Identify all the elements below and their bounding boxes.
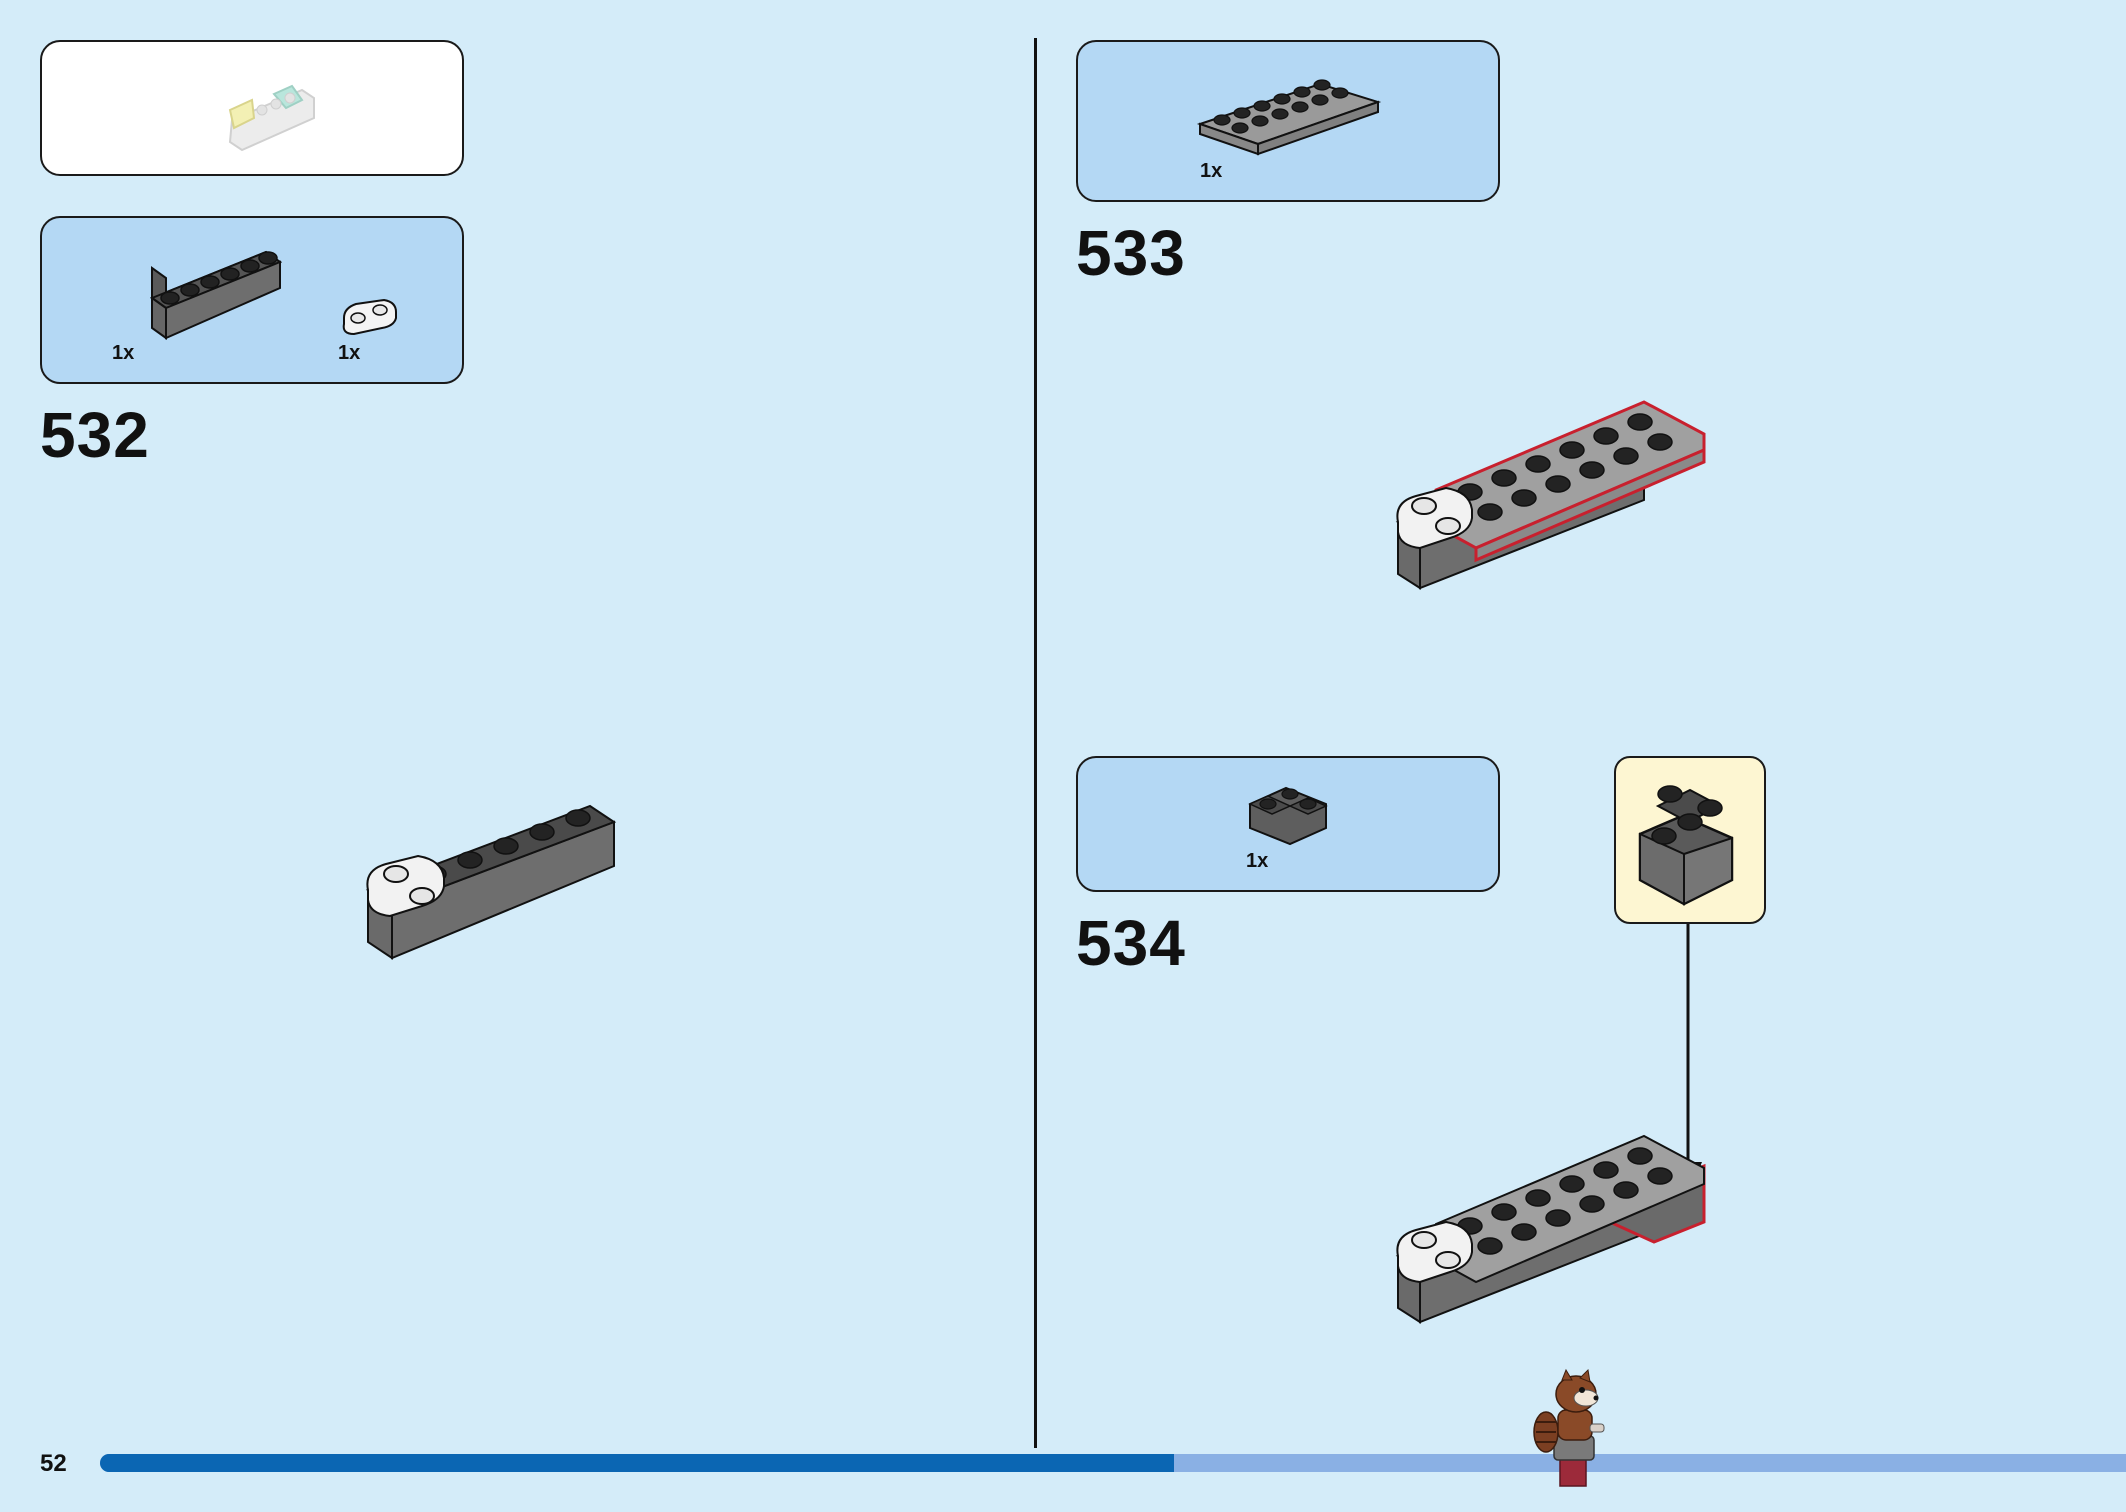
parts-panel-534: 1x <box>1076 756 1500 892</box>
subassembly-preview-icon <box>228 84 315 152</box>
part-quantity: 1x <box>338 342 361 364</box>
white-plate-1x2-rounded-icon <box>342 298 397 336</box>
raccoon-minifigure-icon <box>1533 1368 1605 1487</box>
part-quantity: 1x <box>1200 160 1223 182</box>
progress-bar-fill <box>100 1454 1174 1472</box>
page-number: 52 <box>40 1450 67 1477</box>
step-number: 534 <box>1076 907 1186 979</box>
part-quantity: 1x <box>1246 850 1269 872</box>
step-534-model-icon <box>1395 1134 1706 1324</box>
page-divider <box>1034 38 1037 1448</box>
dark-gray-brick-2x2-corner-icon <box>1638 785 1734 906</box>
dark-gray-brick-2x2-corner-icon <box>1248 786 1328 846</box>
subassembly-thumbnail-panel <box>40 40 464 176</box>
parts-panel-533: 1x <box>1076 40 1500 202</box>
part-quantity: 1x <box>112 342 135 364</box>
step-533-model-icon <box>1395 400 1706 590</box>
dark-gray-brick-1x6-icon <box>149 250 283 340</box>
step-number: 533 <box>1076 217 1186 289</box>
gray-plate-2x6-icon <box>1196 79 1382 156</box>
parts-panel-532: 1x 1x <box>40 216 464 384</box>
callout-panel <box>1614 756 1766 924</box>
step-number: 532 <box>40 399 150 471</box>
step-532-model-icon <box>365 804 617 960</box>
